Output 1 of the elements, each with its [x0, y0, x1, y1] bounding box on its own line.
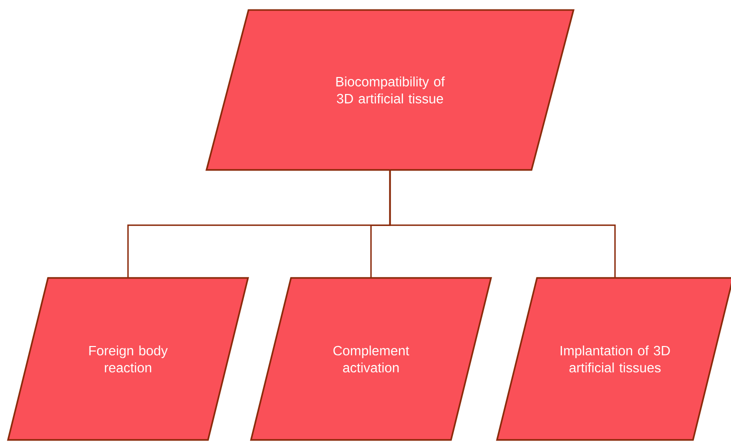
connector — [389, 170, 616, 278]
